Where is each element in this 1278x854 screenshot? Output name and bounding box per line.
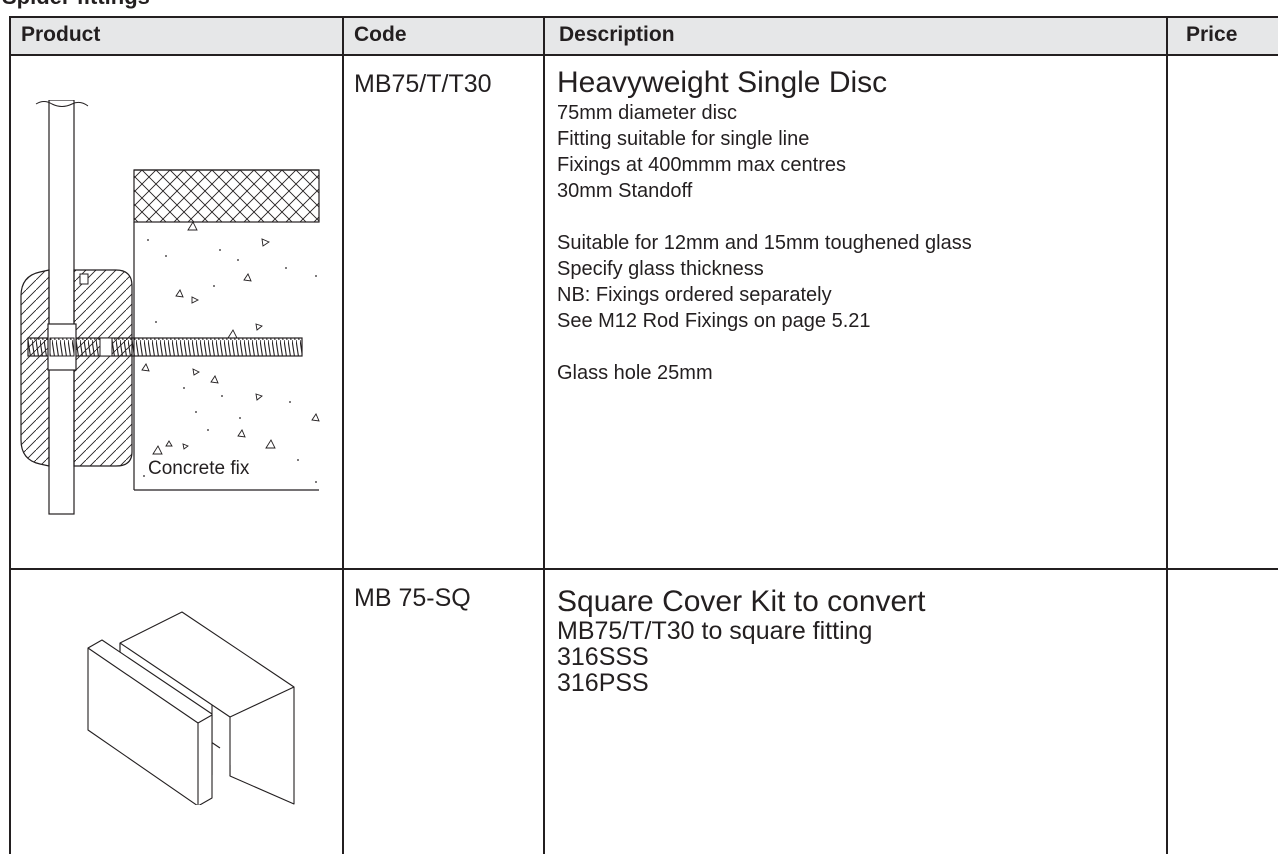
row-divider <box>9 568 1278 570</box>
row-2-line: 316SSS <box>557 643 649 671</box>
row-1-line: Glass hole 25mm <box>557 362 713 384</box>
row-1-line <box>557 334 1157 360</box>
page-heading-cropped: Spider fittings <box>0 0 1278 14</box>
table-header-row <box>9 16 1278 54</box>
row-1-code: MB75/T/T30 <box>354 70 492 98</box>
header-bottom-rule <box>9 54 1278 56</box>
row-1-line <box>557 204 1157 230</box>
concrete-fix-section-icon <box>20 99 320 515</box>
row-2-description: Square Cover Kit to convert MB75/T/T30 t… <box>557 585 1157 697</box>
concrete-fix-drawing <box>16 99 326 520</box>
row-2-line: MB75/T/T30 to square fitting <box>557 617 873 645</box>
row-1-description: Heavyweight Single Disc 75mm diameter di… <box>557 66 1157 386</box>
row-1-title: Heavyweight Single Disc <box>557 66 888 99</box>
header-code: Code <box>354 23 407 46</box>
row-1-line: See M12 Rod Fixings on page 5.21 <box>557 310 871 332</box>
header-product: Product <box>21 23 101 46</box>
column-divider-description <box>543 16 545 854</box>
row-2-line: Square Cover Kit to convert <box>557 585 926 618</box>
row-1-line: NB: Fixings ordered separately <box>557 284 832 306</box>
column-divider-left <box>9 16 11 854</box>
row-2-line: 316PSS <box>557 669 649 697</box>
row-1-line: 75mm diameter disc <box>557 102 738 124</box>
row-1-line: Fixings at 400mmm max centres <box>557 154 846 176</box>
figure-label-concrete-fix: Concrete fix <box>148 458 250 479</box>
header-price: Price <box>1186 23 1238 46</box>
row-1-line: Suitable for 12mm and 15mm toughened gla… <box>557 232 972 254</box>
row-1-line: 30mm Standoff <box>557 180 693 202</box>
row-1-line: Specify glass thickness <box>557 258 764 280</box>
square-cover-kit-icon <box>87 611 295 807</box>
square-cover-drawing <box>80 605 300 807</box>
column-divider-code <box>342 16 344 854</box>
header-top-rule <box>9 16 1278 18</box>
row-2-code: MB 75-SQ <box>354 584 471 612</box>
row-1-line: Fitting suitable for single line <box>557 128 810 150</box>
header-description: Description <box>559 23 675 46</box>
column-divider-price <box>1166 16 1168 854</box>
